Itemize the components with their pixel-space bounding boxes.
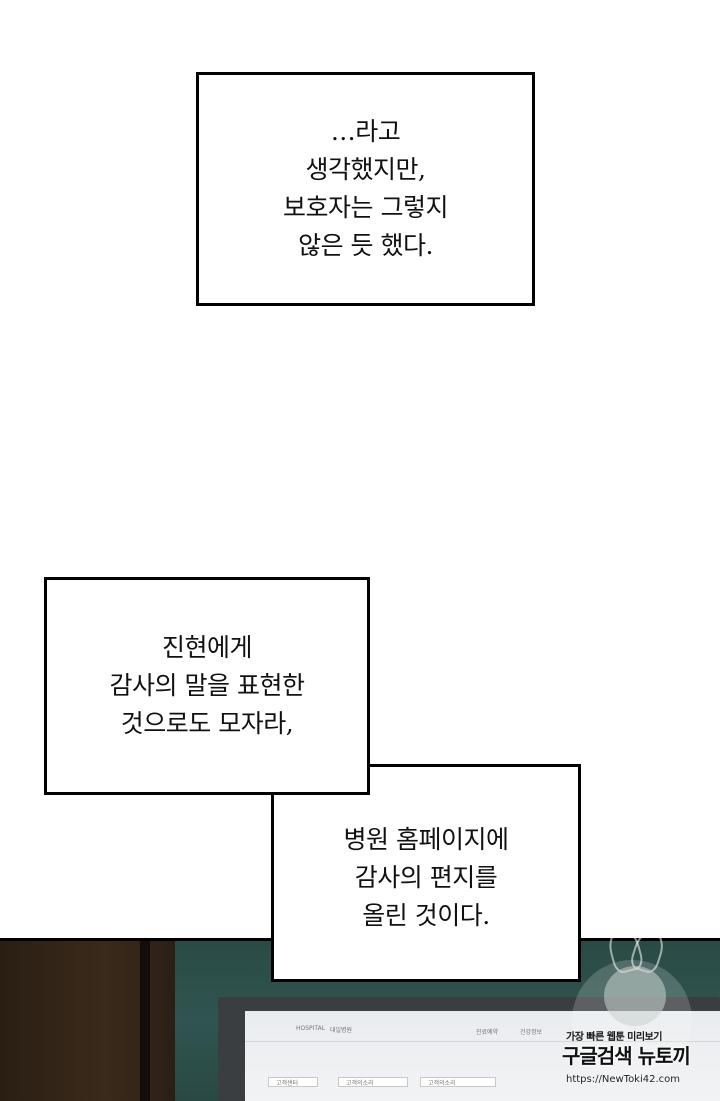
screen-select-label: 고객의소리 [346, 1080, 374, 1087]
screen-divider [245, 1041, 720, 1042]
caption-line: 않은 듯 했다. [298, 231, 433, 260]
watermark-brand: 구글검색 뉴토끼 [562, 1044, 691, 1068]
screen-select [268, 1077, 318, 1087]
rabbit-mascot-icon [604, 966, 666, 1026]
screen-nav-item: 건강정보 [520, 1029, 543, 1036]
caption-box-1: …라고 생각했지만, 보호자는 그렇지 않은 듯 했다. [196, 72, 535, 306]
wall-stripe [140, 941, 150, 1101]
screen-select-label: 고객센터 [276, 1080, 299, 1087]
caption-line: …라고 [330, 117, 401, 146]
caption-line: 감사의 말을 표현한 [109, 671, 305, 700]
caption-join [274, 767, 367, 792]
caption-line: 것으로도 모자라, [120, 709, 294, 738]
watermark-tagline: 가장 빠른 웹툰 미리보기 [566, 1032, 662, 1043]
watermark-url[interactable]: https://NewToki42.com [566, 1074, 681, 1085]
screen-select [338, 1077, 408, 1087]
caption-line: 보호자는 그렇지 [283, 193, 448, 222]
caption-line: 진현에게 [161, 633, 253, 662]
caption-line: 병원 홈페이지에 [343, 825, 509, 854]
caption-line: 감사의 편지를 [354, 863, 498, 892]
caption-line: 생각했지만, [305, 155, 426, 184]
screen-logo: HOSPITAL [296, 1025, 326, 1032]
caption-box-2: 진현에게 감사의 말을 표현한 것으로도 모자라, [44, 577, 370, 795]
caption-line: 올린 것이다. [362, 901, 490, 930]
screen-brand: 대일병원 [330, 1027, 353, 1034]
caption-box-3: 병원 홈페이지에 감사의 편지를 올린 것이다. [271, 764, 581, 982]
screen-select [420, 1077, 496, 1087]
screen-nav-item: 진료예약 [476, 1029, 499, 1036]
screen-select-label: 고객의소리 [428, 1080, 456, 1087]
